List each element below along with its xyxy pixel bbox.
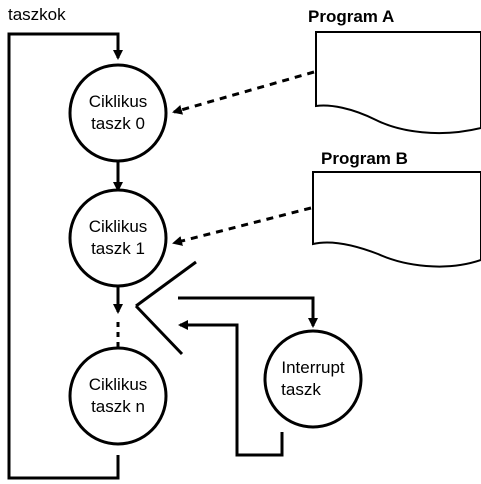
loop-back-line	[7, 32, 123, 480]
cyclic-task-n-node: Ciklikus taszk n	[68, 346, 168, 446]
cyclic-task-0-node: Ciklikus taszk 0	[68, 63, 168, 163]
program-a-document: Program A	[308, 7, 481, 135]
tasks-label: taszkok	[8, 5, 66, 24]
program-b-title: Program B	[321, 149, 408, 168]
interrupt-switch-upper	[135, 260, 197, 308]
task-n-label-line1: Ciklikus	[89, 375, 148, 394]
cyclic-task-1-node: Ciklikus taszk 1	[68, 188, 168, 288]
task-1-label-line1: Ciklikus	[89, 217, 148, 236]
arrow-to-interrupt-task	[178, 296, 318, 328]
task-n-label-line2: taszk n	[91, 397, 145, 416]
interrupt-task-label-line1: Interrupt	[281, 358, 345, 377]
task-0-label-line1: Ciklikus	[89, 92, 148, 111]
interrupt-task-label-line2: taszk	[281, 380, 321, 399]
task-1-label-line2: taszk 1	[91, 239, 145, 258]
interrupt-task-node: Interrupt taszk	[263, 329, 363, 429]
program-a-title: Program A	[308, 7, 394, 26]
arrow-from-interrupt-task	[178, 320, 284, 457]
interrupt-switch-lower	[134, 304, 184, 356]
program-b-to-task1-arrow	[172, 206, 312, 246]
program-b-document: Program B	[312, 149, 481, 268]
program-a-to-task0-arrow	[172, 70, 315, 115]
task-0-label-line2: taszk 0	[91, 114, 145, 133]
